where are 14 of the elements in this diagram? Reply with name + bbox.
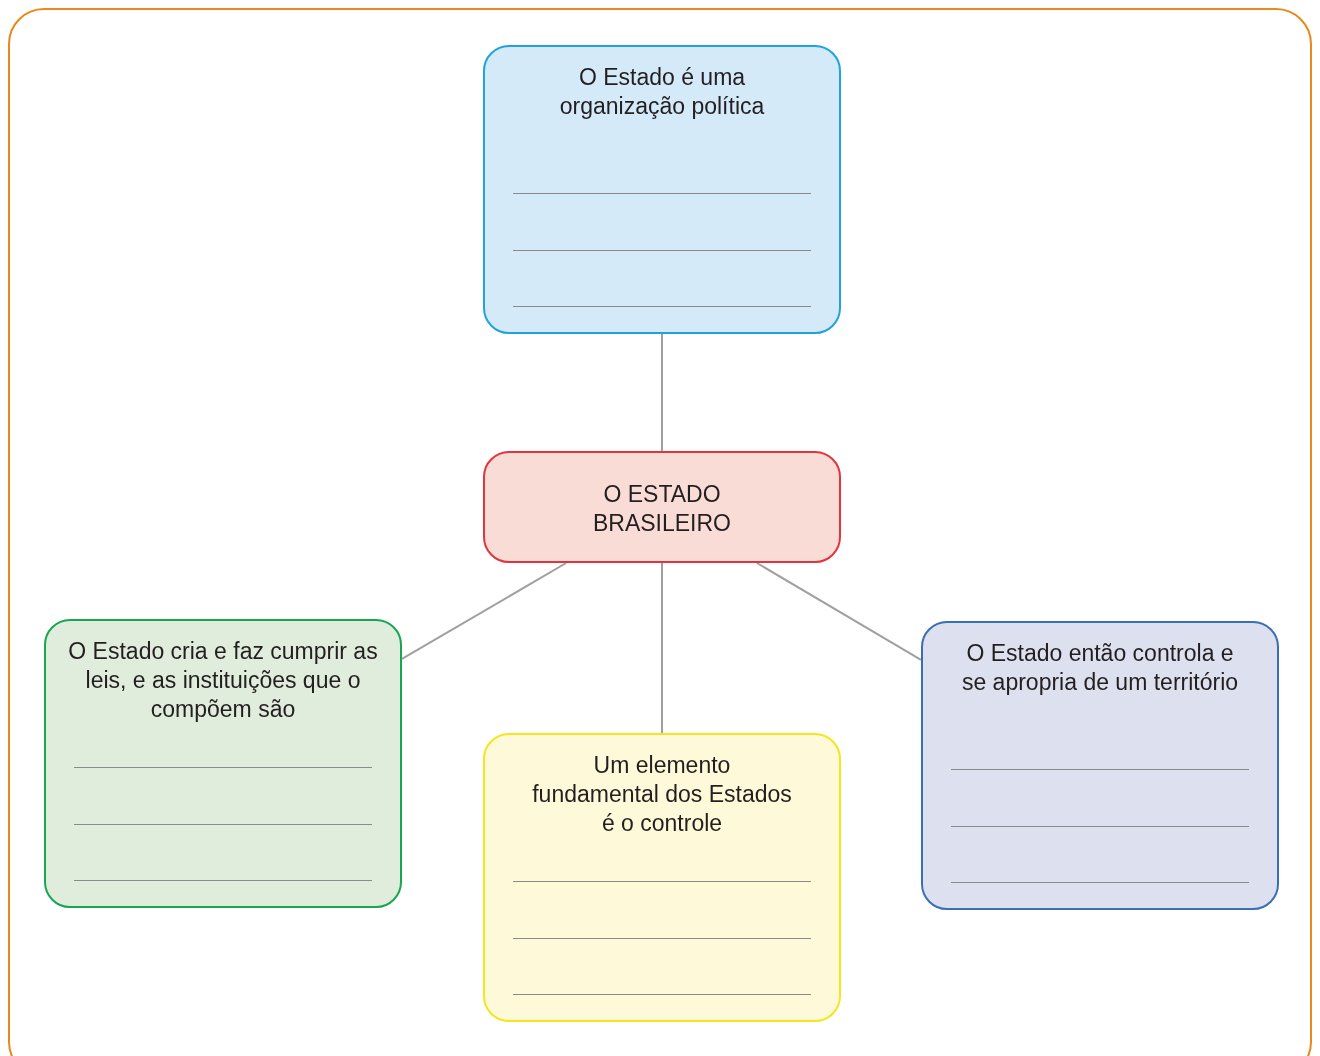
note-box xyxy=(483,45,841,334)
note-box xyxy=(921,621,1279,910)
connector-line xyxy=(661,562,663,734)
note-box xyxy=(483,733,841,1022)
prompt-text: Um elemento fundamental dos Estados é o controle xyxy=(532,751,792,838)
prompt-text: O Estado cria e faz cumprir as leis, e as instituições que o compõem são xyxy=(67,637,379,724)
central-topic-box xyxy=(483,451,841,563)
topic-title: O ESTADO BRASILEIRO xyxy=(591,480,732,538)
prompt-text: O Estado é uma organização política xyxy=(558,63,766,121)
connector-line xyxy=(661,333,663,452)
prompt-text: O Estado então controla e se apropria de um território xyxy=(960,639,1240,697)
note-box xyxy=(44,619,402,908)
connector-line xyxy=(755,562,922,661)
connector-line xyxy=(401,562,568,660)
